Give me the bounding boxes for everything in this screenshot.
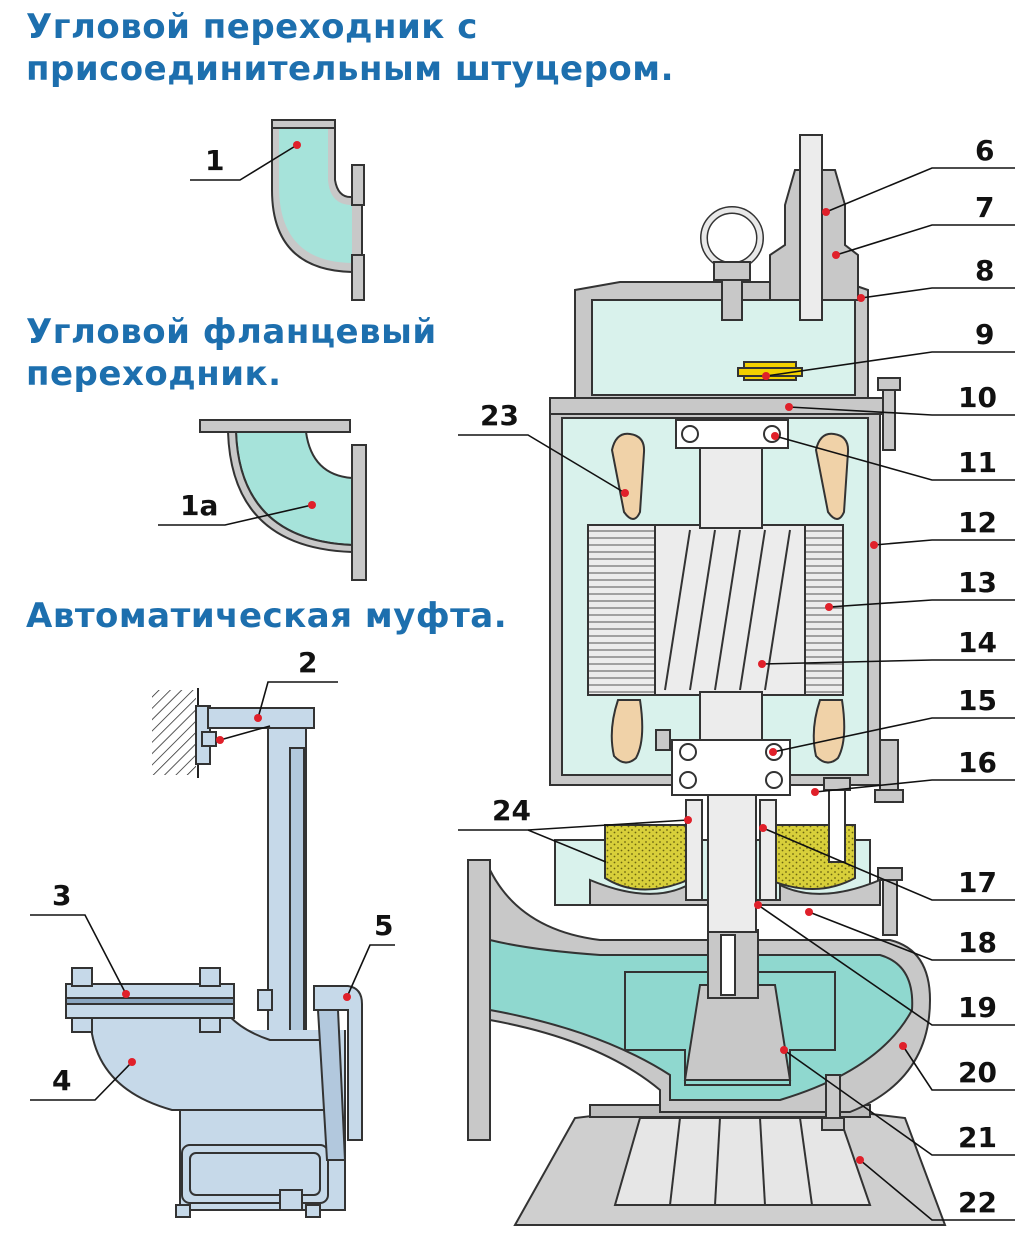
title-auto-coupling: Автоматическая муфта.: [26, 596, 508, 636]
label-part-21: 21: [958, 1121, 997, 1154]
label-part-20: 20: [958, 1056, 997, 1089]
label-part-4: 4: [52, 1064, 71, 1097]
label-part-16: 16: [958, 746, 997, 779]
label-part-15: 15: [958, 684, 997, 717]
part-markers: [122, 141, 907, 1164]
label-part-18: 18: [958, 926, 997, 959]
angle-adapter-fitting-drawing: [271, 119, 365, 301]
label-part-1a: 1а: [180, 489, 218, 522]
title-angle-adapter-fitting: Угловой переходник с присоединительным ш…: [26, 7, 674, 89]
auto-coupling-drawing: [65, 688, 363, 1218]
label-part-17: 17: [958, 866, 997, 899]
label-part-3: 3: [52, 879, 71, 912]
label-part-6: 6: [975, 134, 994, 167]
angle-flange-adapter-drawing: [199, 419, 367, 581]
title-angle-flange-adapter: Угловой фланцевый переходник.: [26, 312, 437, 394]
label-part-11: 11: [958, 446, 997, 479]
label-part-14: 14: [958, 626, 997, 659]
label-part-9: 9: [975, 318, 994, 351]
label-part-2: 2: [298, 646, 317, 679]
leader-lines: [30, 144, 1015, 1221]
label-part-10: 10: [958, 381, 997, 414]
label-part-22: 22: [958, 1186, 997, 1219]
label-part-8: 8: [975, 254, 994, 287]
label-part-12: 12: [958, 506, 997, 539]
label-part-7: 7: [975, 191, 994, 224]
label-part-24: 24: [492, 794, 531, 827]
label-part-23: 23: [480, 399, 519, 432]
label-part-1: 1: [205, 144, 224, 177]
part-labels: 1 1а 2 3 5 4 6 7 8 9 10 11 12 13 14 15 1…: [52, 134, 997, 1219]
label-part-19: 19: [958, 991, 997, 1024]
label-part-13: 13: [958, 566, 997, 599]
label-part-5: 5: [374, 909, 393, 942]
pump-cross-section-drawing: [467, 134, 947, 1226]
